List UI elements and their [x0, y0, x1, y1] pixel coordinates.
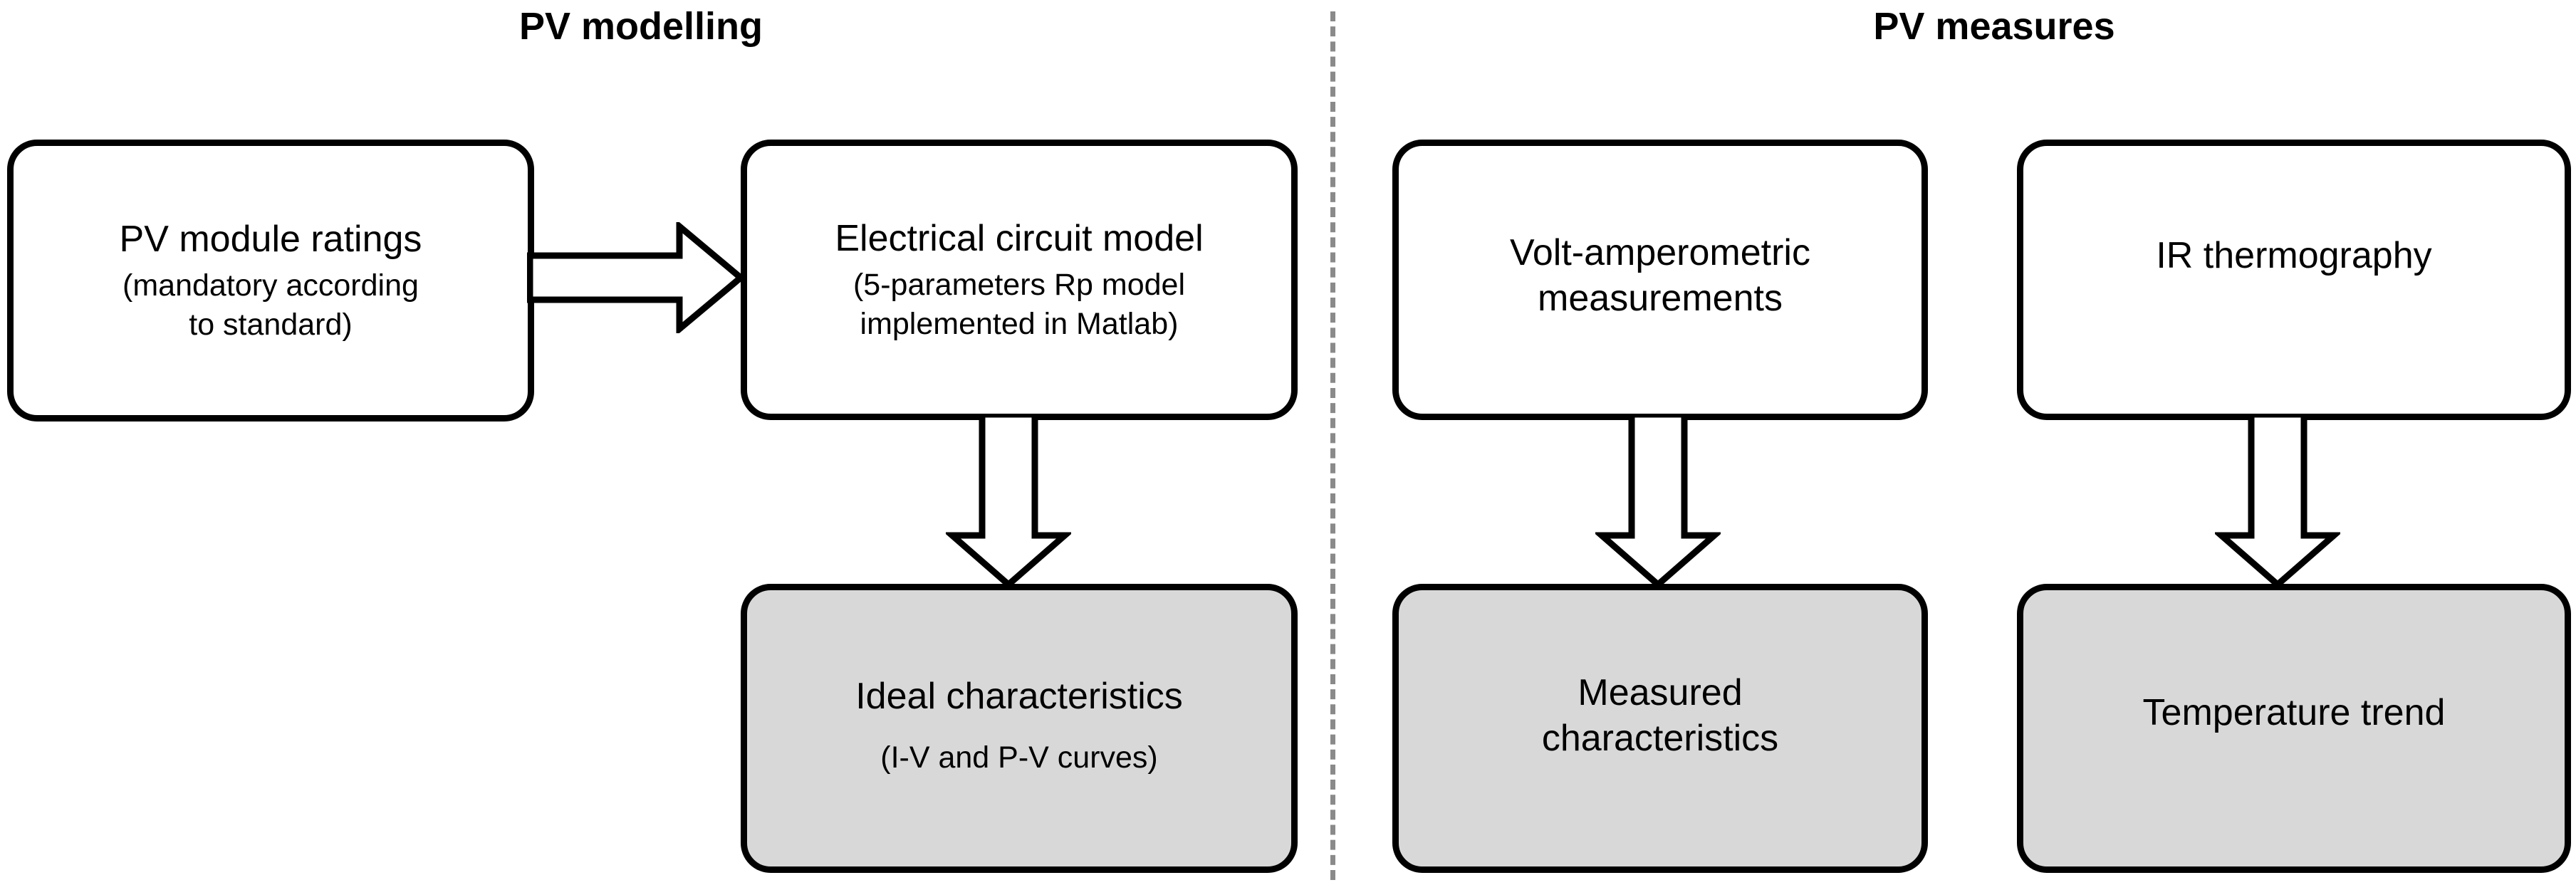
node-title: PV module ratings — [119, 218, 422, 260]
node-text-stack: Measured characteristics — [1542, 670, 1778, 762]
node-title: Electrical circuit model — [835, 217, 1204, 259]
arrow-ratings-to-circuit-model — [527, 222, 745, 333]
node-measured-characteristics[interactable]: Measured characteristics — [1392, 584, 1928, 873]
node-pv-module-ratings[interactable]: PV module ratings (mandatory according t… — [7, 140, 534, 421]
node-electrical-circuit-model[interactable]: Electrical circuit model (5-parameters R… — [741, 140, 1298, 420]
column-title-pv-measures: PV measures — [1873, 5, 2115, 48]
node-text-stack: Ideal characteristics (I-V and P-V curve… — [855, 674, 1183, 777]
column-divider-dashed-line — [1330, 11, 1335, 880]
node-title-line-1: IR thermography — [2156, 234, 2432, 276]
node-ir-thermography[interactable]: IR thermography — [2017, 140, 2571, 420]
node-subtitle-line-1: (5-parameters Rp model — [852, 268, 1185, 303]
node-ideal-characteristics[interactable]: Ideal characteristics (I-V and P-V curve… — [741, 584, 1298, 873]
arrow-volt-amperometric-to-measured-characteristics — [1595, 414, 1721, 588]
node-title-line-2: characteristics — [1541, 718, 1779, 759]
node-temperature-trend[interactable]: Temperature trend — [2017, 584, 2571, 873]
node-title-line-1: Temperature trend — [2142, 691, 2446, 733]
node-text-stack: Volt-amperometric measurements — [1510, 230, 1810, 322]
node-text-stack: PV module ratings (mandatory according t… — [120, 216, 422, 345]
node-subtitle-line-2: to standard) — [189, 308, 353, 342]
arrow-ir-thermography-to-temperature-trend — [2215, 414, 2340, 588]
node-title-line-1: Volt-amperometric — [1510, 231, 1810, 273]
node-subtitle-line-1: (mandatory according — [122, 268, 419, 303]
node-text-stack: IR thermography — [2156, 233, 2431, 278]
node-subtitle-line-2: implemented in Matlab) — [860, 307, 1179, 342]
node-text-stack: Electrical circuit model (5-parameters R… — [835, 216, 1203, 345]
node-title-line-2: measurements — [1538, 278, 1783, 319]
node-title: Ideal characteristics — [855, 676, 1183, 718]
node-subtitle-line-1: (I-V and P-V curves) — [880, 740, 1158, 775]
arrow-circuit-model-to-ideal-characteristics — [946, 414, 1071, 588]
column-title-pv-modelling: PV modelling — [518, 5, 763, 48]
node-text-stack: Temperature trend — [2143, 690, 2446, 735]
node-title-line-1: Measured — [1578, 671, 1743, 713]
node-volt-amperometric-measurements[interactable]: Volt-amperometric measurements — [1392, 140, 1928, 420]
